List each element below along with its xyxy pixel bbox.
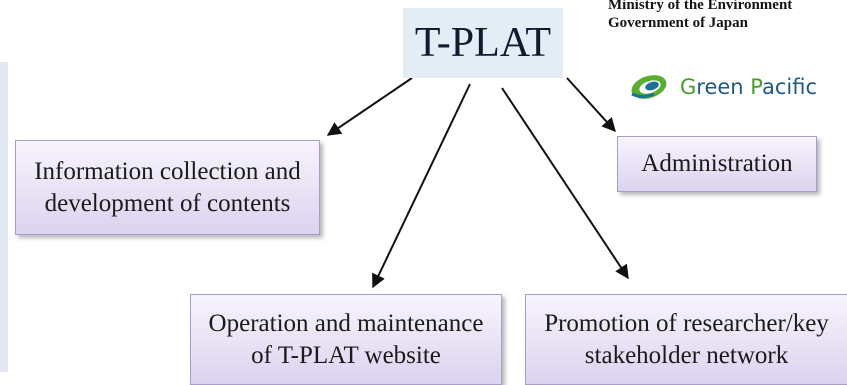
title-text: T-PLAT <box>414 19 552 66</box>
logo-text-reen: reen <box>696 75 751 99</box>
arrow-to-info <box>326 77 413 136</box>
ministry-name: Ministry of the Environment <box>608 0 793 13</box>
arrow-to-promotion <box>501 87 629 280</box>
arrow-to-admin <box>566 77 616 133</box>
node-information-collection: Information collection and development o… <box>15 140 320 235</box>
green-pacific-wordmark: Green Pacific <box>680 75 817 99</box>
green-pacific-logo: Green Pacific <box>628 70 817 104</box>
logo-text-acific: acific <box>762 75 818 99</box>
logo-letter-p: P <box>750 75 763 99</box>
node-operation-maintenance-label: Operation and maintenance of T-PLAT webs… <box>208 310 484 369</box>
node-promotion-network-label: Promotion of researcher/key stakeholder … <box>544 310 829 369</box>
government-name: Government of Japan <box>608 15 748 31</box>
node-administration-label: Administration <box>641 150 793 178</box>
ministry-logo-text: Ministry of the Environment Government o… <box>608 0 847 32</box>
green-pacific-emblem-icon <box>631 75 667 99</box>
node-information-collection-label: Information collection and development o… <box>34 158 301 217</box>
node-promotion-network: Promotion of researcher/key stakeholder … <box>525 294 847 385</box>
logo-letter-g: G <box>680 75 697 99</box>
node-administration: Administration <box>617 136 817 192</box>
arrow-to-operation <box>372 83 471 289</box>
diagram-title: T-PLAT <box>403 8 563 78</box>
node-operation-maintenance: Operation and maintenance of T-PLAT webs… <box>190 294 502 385</box>
left-edge-strip <box>0 62 8 372</box>
